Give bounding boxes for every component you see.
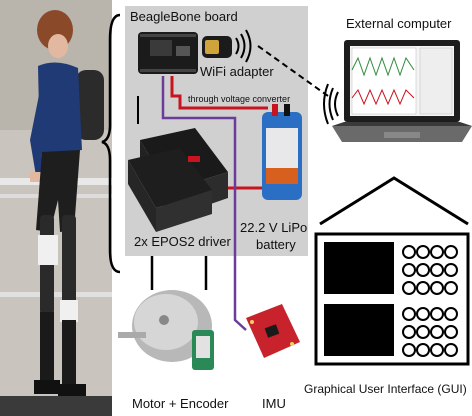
label-gui: Graphical User Interface (GUI) [304, 382, 467, 396]
label-lipo-battery-2: battery [256, 237, 296, 252]
brace [101, 13, 121, 274]
label-beaglebone: BeagleBone board [130, 9, 238, 24]
purple-wire [161, 76, 247, 331]
label-wifi-adapter: WiFi adapter [200, 64, 274, 79]
exoskeleton-photo [0, 0, 112, 416]
label-lipo-battery-1: 22.2 V LiPo [240, 220, 308, 235]
wifi-signal-icon-laptop [323, 83, 339, 125]
wifi-signal-icon [235, 29, 252, 63]
epos2-drivers [128, 128, 228, 232]
red-wire [170, 76, 268, 110]
imu-board [246, 304, 300, 358]
label-epos2-driver: 2x EPOS2 driver [134, 234, 231, 249]
wireless-link [257, 45, 329, 97]
external-computer-laptop [332, 40, 472, 142]
wifi-adapter [202, 36, 232, 58]
label-external-computer: External computer [346, 16, 452, 31]
label-voltage-converter: through voltage converter [188, 94, 291, 104]
label-motor-encoder: Motor + Encoder [132, 396, 229, 411]
beaglebone-board [138, 32, 198, 74]
lipo-battery [262, 104, 302, 200]
motor-encoder [118, 290, 214, 370]
gui-house [314, 176, 470, 366]
label-imu: IMU [262, 396, 286, 411]
